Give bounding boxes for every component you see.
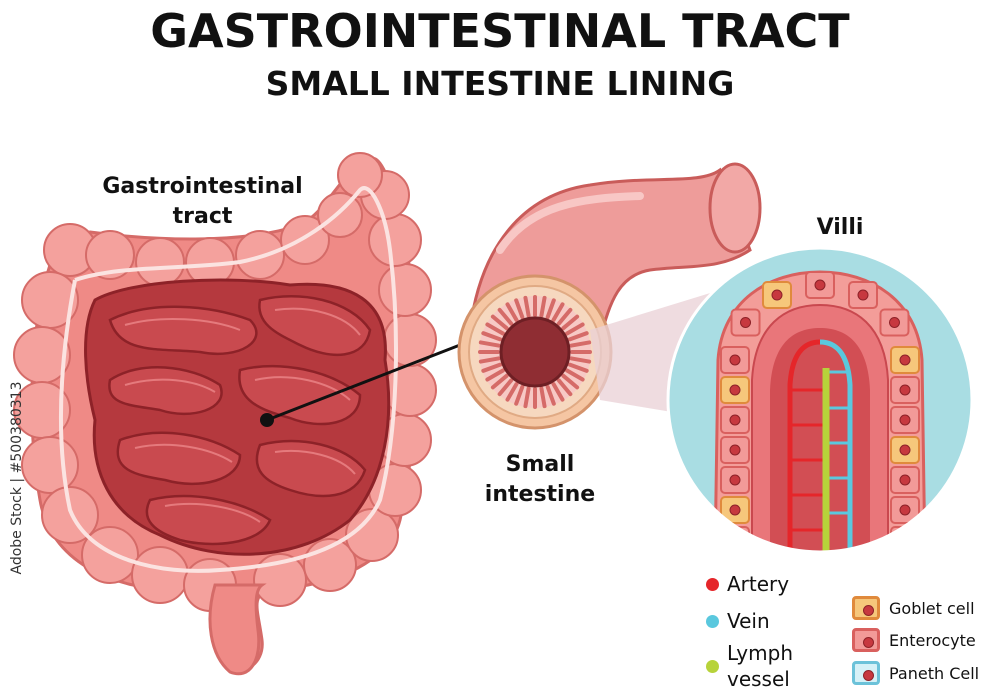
goblet-cell-icon <box>852 596 880 620</box>
cell-nucleus <box>729 444 741 456</box>
legend-lymph-vessel: Lymph vessel <box>706 640 793 692</box>
legend-artery-label: Artery <box>727 572 790 596</box>
villi-magnified <box>666 246 974 554</box>
villus-ray <box>567 331 589 342</box>
cell-nucleus <box>814 279 826 291</box>
villus-ray <box>481 362 503 373</box>
villus-ray <box>490 373 509 390</box>
gi-tract-label-line1: Gastrointestinal <box>102 174 303 199</box>
villus-ray <box>569 340 592 348</box>
villus-ray <box>556 378 573 397</box>
legend-artery: Artery <box>706 572 789 596</box>
lymph-dot-icon <box>706 659 719 673</box>
villus-ray <box>505 382 519 402</box>
vein-dot-icon <box>706 614 719 628</box>
cell-nucleus <box>729 354 741 366</box>
gi-tract-label-line2: tract <box>172 204 233 229</box>
villus-ray <box>514 298 525 320</box>
villus-ray <box>545 384 556 406</box>
villus-ray <box>514 384 525 406</box>
legend-lymph-label-line2: vessel <box>727 667 790 691</box>
legend-enterocyte-label: Enterocyte <box>889 630 976 650</box>
small-intestine-label-line1: Small <box>505 452 575 477</box>
villus-ray <box>485 322 505 336</box>
villus-ray <box>478 356 501 364</box>
pointer-line <box>260 343 461 427</box>
cell-nucleus <box>899 384 911 396</box>
subtitle: SMALL INTESTINE LINING <box>265 64 735 103</box>
small-intestine-tube <box>457 162 762 430</box>
villi-label: Villi <box>816 215 864 240</box>
cell-nucleus <box>888 317 900 328</box>
villus-ray <box>478 340 501 348</box>
villus-ray <box>523 295 531 318</box>
cell-nucleus <box>729 474 741 486</box>
cell-nucleus <box>857 289 869 301</box>
villus-ray <box>497 378 514 397</box>
cell-nucleus <box>729 384 741 396</box>
cell-nucleus <box>899 474 911 486</box>
stock-id-watermark: Adobe Stock | #500380313 <box>9 381 25 575</box>
villus-ray <box>497 307 514 326</box>
villus-ray <box>485 368 505 382</box>
legend-goblet-label: Goblet cell <box>889 598 975 618</box>
paneth-cell-icon <box>852 661 880 685</box>
villus-ray <box>556 307 573 326</box>
cell-nucleus <box>899 534 911 546</box>
enterocyte-icon <box>852 628 880 652</box>
main-title: GASTROINTESTINAL TRACT <box>150 4 850 58</box>
villus-ray <box>565 322 585 336</box>
legend-lymph-label-line1: Lymph <box>727 641 793 665</box>
cell-nucleus <box>729 414 741 426</box>
cell-nucleus <box>771 289 783 301</box>
villus-ray <box>561 373 580 390</box>
cell-nucleus <box>740 317 752 328</box>
villus-ray <box>565 368 585 382</box>
villus-ray <box>523 386 531 409</box>
villus-ray <box>505 302 519 322</box>
villus-ray <box>551 382 565 402</box>
cell-nucleus <box>729 534 741 546</box>
legend-goblet-cell: Goblet cell <box>852 596 975 620</box>
legend-enterocyte: Enterocyte <box>852 628 976 652</box>
legend-vein-label: Vein <box>727 609 770 633</box>
villus-ray <box>539 386 547 409</box>
villus-ray <box>539 295 547 318</box>
legend-vein: Vein <box>706 609 770 633</box>
small-intestine-coils <box>84 278 391 556</box>
villus-ray <box>569 356 592 364</box>
artery-dot-icon <box>706 577 719 591</box>
legend-paneth-cell: Paneth Cell <box>852 661 979 685</box>
cell-nucleus <box>899 354 911 366</box>
small-intestine-label-line2: intestine <box>484 482 596 507</box>
cell-nucleus <box>899 444 911 456</box>
legend-lymph-label: Lymph vessel <box>727 640 793 692</box>
villus-ray <box>481 331 503 342</box>
cell-nucleus <box>899 504 911 516</box>
cell-nucleus <box>729 504 741 516</box>
villus-ray <box>545 298 556 320</box>
villus-ray <box>490 314 509 331</box>
villus-ray <box>561 314 580 331</box>
gi-tract-label: Gastrointestinal tract <box>80 172 325 232</box>
small-intestine-label: Small intestine <box>470 450 610 510</box>
villus-ray <box>567 362 589 373</box>
cell-nucleus <box>899 414 911 426</box>
legend-paneth-label: Paneth Cell <box>889 663 980 683</box>
villus-ray <box>551 302 565 322</box>
